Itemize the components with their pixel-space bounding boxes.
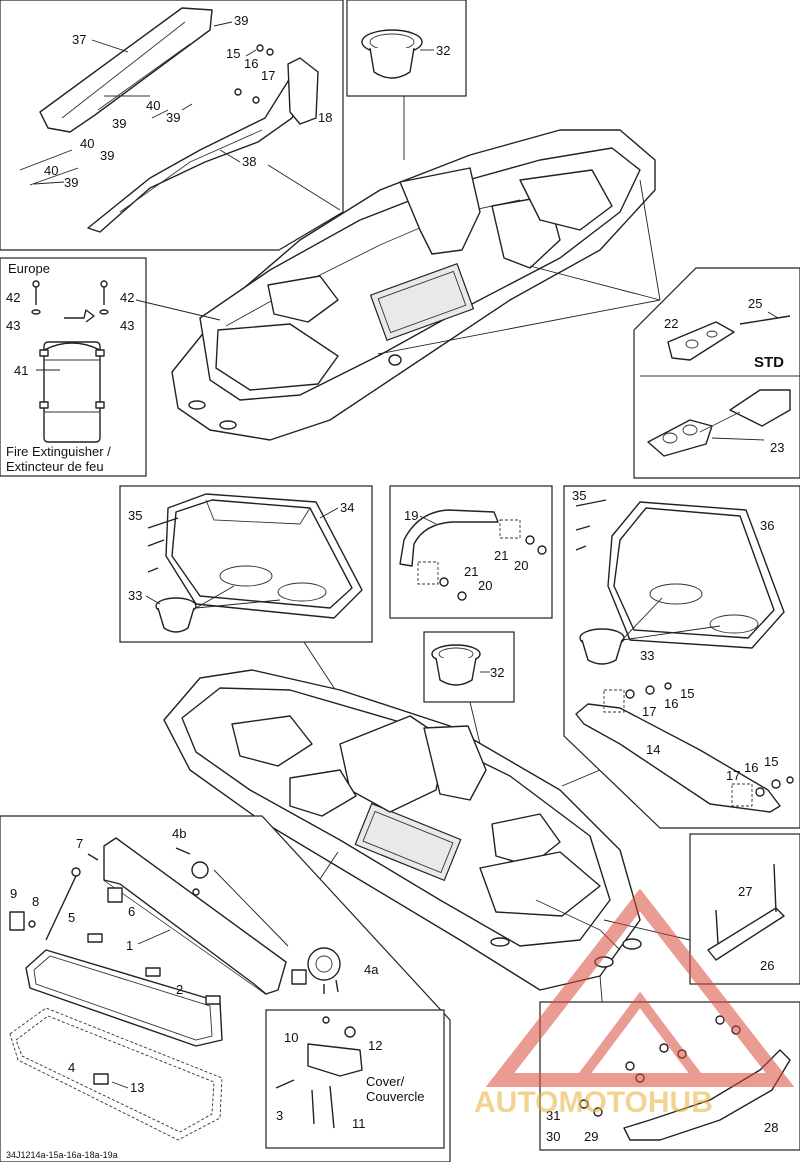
callout-39-d: 39 <box>100 148 114 163</box>
panel-fire-extinguisher: Europe 42 42 43 43 41 Fire Extinguisher … <box>0 257 147 477</box>
callout-35-b: 35 <box>572 488 586 503</box>
callout-20-b: 20 <box>478 578 492 593</box>
callout-15-b: 15 <box>680 686 694 701</box>
callout-15-c: 15 <box>764 754 778 769</box>
watermark: AUTOMOTOHUB <box>474 888 795 1119</box>
callout-21-a: 21 <box>494 548 508 563</box>
callout-37: 37 <box>72 32 86 47</box>
callout-19: 19 <box>404 508 418 523</box>
callout-1: 1 <box>126 938 133 953</box>
callout-16-b: 16 <box>664 696 678 711</box>
cover-label-line2: Couvercle <box>366 1089 425 1104</box>
callout-39-b: 39 <box>166 110 180 125</box>
callout-33-a: 33 <box>128 588 142 603</box>
callout-18: 18 <box>318 110 332 125</box>
footer-code: 34J1214a-15a-16a-18a-19a <box>6 1150 118 1160</box>
panel-std: 22 25 STD 23 <box>633 267 800 479</box>
callout-43-b: 43 <box>120 318 134 333</box>
callout-13: 13 <box>130 1080 144 1095</box>
panel-bracket: 27 26 <box>689 833 800 985</box>
callout-21-b: 21 <box>464 564 478 579</box>
callout-42-b: 42 <box>120 290 134 305</box>
callout-30: 30 <box>546 1129 560 1144</box>
std-title: STD <box>754 354 784 371</box>
callout-17-b: 17 <box>642 704 656 719</box>
callout-5: 5 <box>68 910 75 925</box>
callout-38: 38 <box>242 154 256 169</box>
callout-39-a: 39 <box>234 13 248 28</box>
callout-9: 9 <box>10 886 17 901</box>
callout-10: 10 <box>284 1030 298 1045</box>
callout-28: 28 <box>764 1120 778 1135</box>
callout-39-c: 39 <box>112 116 126 131</box>
callouts-top-left: 37 39 15 16 17 18 40 39 39 40 39 40 39 3… <box>44 13 332 190</box>
fire-label-line2: Extincteur de feu <box>6 459 104 474</box>
callout-22: 22 <box>664 316 678 331</box>
panel-grab-handle: 19 21 20 21 20 <box>389 485 553 619</box>
callout-11: 11 <box>352 1116 366 1131</box>
callout-41: 41 <box>14 363 28 378</box>
callout-40-c: 40 <box>44 163 58 178</box>
callout-26: 26 <box>760 958 774 973</box>
callout-2: 2 <box>176 982 183 997</box>
callout-14: 14 <box>646 742 660 757</box>
watermark-text: AUTOMOTOHUB <box>474 1086 713 1119</box>
callout-33-b: 33 <box>640 648 654 663</box>
panel-top-left <box>0 0 344 251</box>
callout-29: 29 <box>584 1129 598 1144</box>
callout-32-b: 32 <box>490 665 504 680</box>
callout-27: 27 <box>738 884 752 899</box>
fire-label-line1: Fire Extinguisher / <box>6 444 111 459</box>
callout-40-b: 40 <box>80 136 94 151</box>
callout-16-c: 16 <box>744 760 758 775</box>
callout-17-c: 17 <box>726 768 740 783</box>
boat-body-top <box>135 129 701 441</box>
callout-12: 12 <box>368 1038 382 1053</box>
callout-15-a: 15 <box>226 46 240 61</box>
callout-4b: 4b <box>172 826 186 841</box>
callout-3: 3 <box>276 1108 283 1123</box>
callout-4a: 4a <box>364 962 379 977</box>
callout-25: 25 <box>748 296 762 311</box>
callout-4: 4 <box>68 1060 75 1075</box>
boat-body-bottom <box>163 669 691 1121</box>
callout-42-a: 42 <box>6 290 20 305</box>
callout-39-e: 39 <box>64 175 78 190</box>
callout-6: 6 <box>128 904 135 919</box>
callout-34: 34 <box>340 500 354 515</box>
panel-hinge: 10 12 Cover/ Couvercle 3 11 <box>265 1009 445 1149</box>
panel-glovebox-left: 35 34 33 <box>119 485 373 701</box>
callout-40-a: 40 <box>146 98 160 113</box>
callout-35-a: 35 <box>128 508 142 523</box>
callout-17-a: 17 <box>261 68 275 83</box>
callout-20-a: 20 <box>514 558 528 573</box>
callout-43-a: 43 <box>6 318 20 333</box>
callout-7: 7 <box>76 836 83 851</box>
panel-cupholder-middle: 32 <box>423 631 515 829</box>
callout-23: 23 <box>770 440 784 455</box>
callout-32-a: 32 <box>436 43 450 58</box>
callout-36: 36 <box>760 518 774 533</box>
callout-16-a: 16 <box>244 56 258 71</box>
callout-8: 8 <box>32 894 39 909</box>
europe-title: Europe <box>8 261 50 276</box>
cover-label-line1: Cover/ <box>366 1074 405 1089</box>
panel-glovebox-right: 35 36 33 15 17 16 14 17 16 15 <box>563 485 800 829</box>
callout-31: 31 <box>546 1108 560 1123</box>
panel-cupholder-top: 32 <box>346 0 467 160</box>
